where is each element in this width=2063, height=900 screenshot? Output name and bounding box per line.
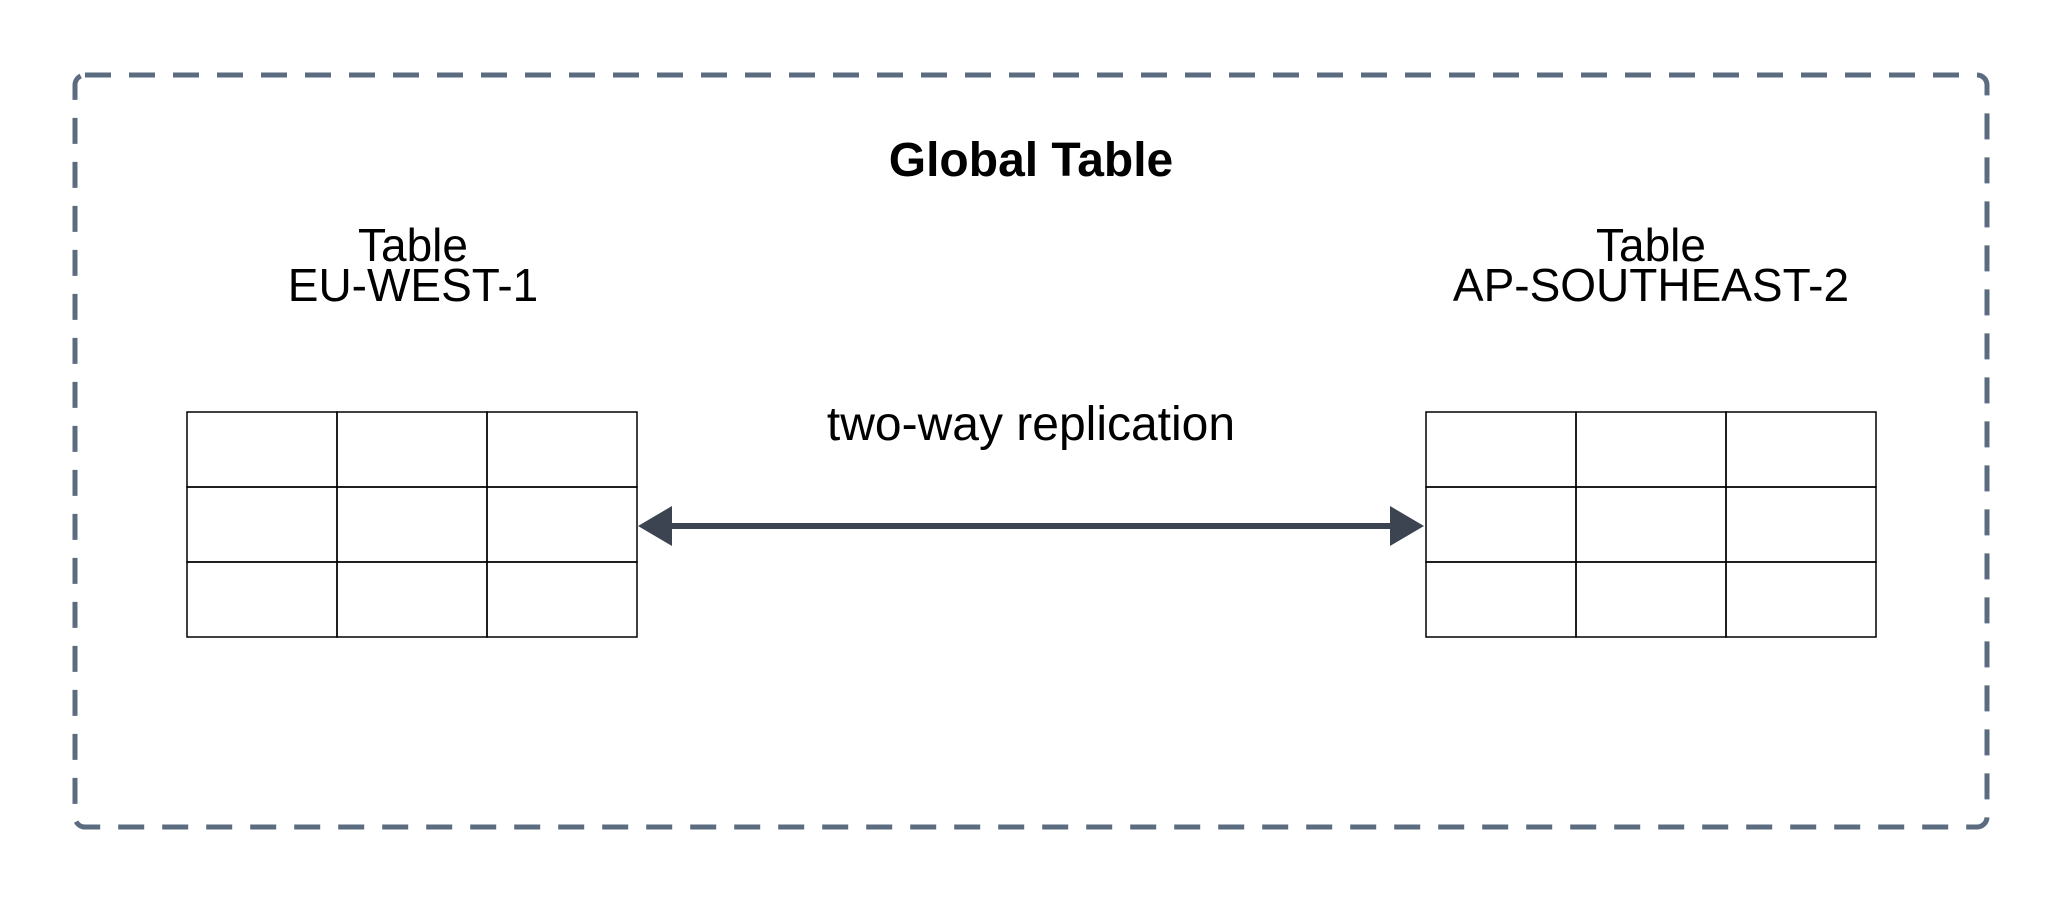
eu-table-cell-r1-c1 (186, 411, 338, 488)
eu-table-cell-r2-c1 (186, 486, 338, 563)
ap-table-cell-r2-c1 (1425, 486, 1577, 563)
eu-table-cell-r2-c3 (486, 486, 638, 563)
ap-table-region: AP-SOUTHEAST-2 (1452, 259, 1850, 311)
eu-table-cell-r1-c3 (486, 411, 638, 488)
arrowhead-left-icon (638, 506, 672, 546)
eu-table-region: EU-WEST-1 (287, 259, 539, 311)
eu-table-cell-r1-c2 (336, 411, 488, 488)
eu-west-1-table-grid (186, 411, 638, 638)
eu-table-line1: Table (358, 219, 468, 271)
ap-table-cell-r2-c2 (1575, 486, 1727, 563)
eu-table-cell-r2-c2 (336, 486, 488, 563)
ap-southeast-2-table-label: Table AP-SOUTHEAST-2 (1401, 219, 1901, 311)
eu-west-1-table-label: Table EU-WEST-1 (163, 219, 663, 311)
ap-table-cell-r1-c3 (1725, 411, 1877, 488)
ap-table-cell-r1-c2 (1575, 411, 1727, 488)
arrowhead-right-icon (1390, 506, 1424, 546)
ap-southeast-2-table-grid (1425, 411, 1877, 638)
global-table-title: Global Table (888, 134, 1174, 187)
ap-table-cell-r2-c3 (1725, 486, 1877, 563)
replication-edge-label: two-way replication (826, 398, 1236, 451)
eu-table-cell-r3-c3 (486, 561, 638, 638)
ap-table-cell-r1-c1 (1425, 411, 1577, 488)
global-table-container (72, 72, 1990, 830)
eu-table-cell-r3-c2 (336, 561, 488, 638)
eu-table-cell-r3-c1 (186, 561, 338, 638)
two-way-replication-arrow (638, 506, 1424, 546)
ap-table-cell-r3-c1 (1425, 561, 1577, 638)
ap-table-cell-r3-c3 (1725, 561, 1877, 638)
ap-table-cell-r3-c2 (1575, 561, 1727, 638)
ap-table-line1: Table (1596, 219, 1706, 271)
